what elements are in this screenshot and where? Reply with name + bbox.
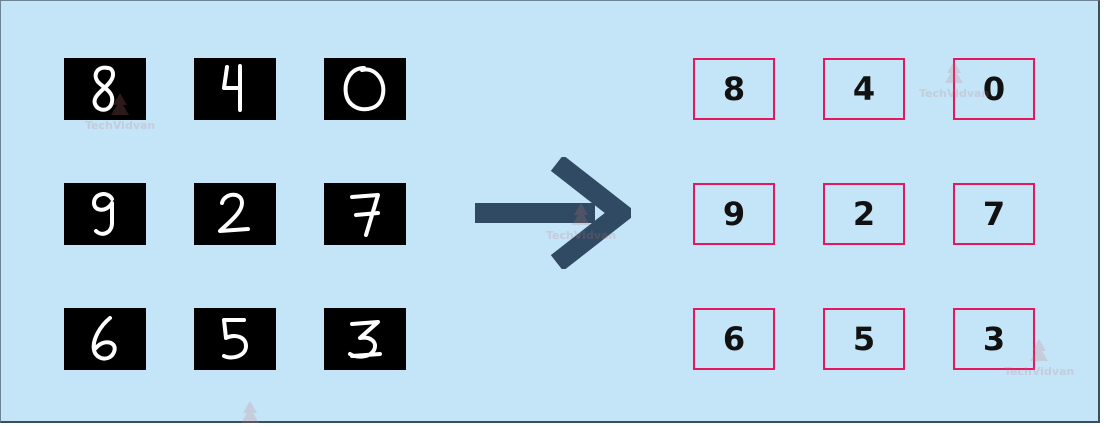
handwritten-digit-2 bbox=[194, 183, 276, 245]
watermark-logo bbox=[239, 399, 261, 427]
predicted-label-5: 5 bbox=[823, 308, 905, 370]
predicted-label-7: 7 bbox=[953, 183, 1035, 245]
watermark-text-b: Vidvan bbox=[1031, 365, 1075, 378]
predicted-label-9: 9 bbox=[693, 183, 775, 245]
watermark-text-a: Tech bbox=[85, 119, 113, 132]
handwritten-digit-5 bbox=[194, 308, 276, 370]
predicted-label-3: 3 bbox=[953, 308, 1035, 370]
predicted-label-0: 0 bbox=[953, 58, 1035, 120]
right-arrow-icon bbox=[475, 157, 631, 269]
predicted-label-8: 8 bbox=[693, 58, 775, 120]
watermark-text-b: Vidvan bbox=[112, 119, 156, 132]
watermark-logo-icon bbox=[241, 401, 259, 423]
watermark-text-a: Tech bbox=[919, 87, 947, 100]
predicted-label-4: 4 bbox=[823, 58, 905, 120]
handwritten-digit-4 bbox=[194, 58, 276, 120]
handwritten-digit-9 bbox=[64, 183, 146, 245]
handwritten-digit-8 bbox=[64, 58, 146, 120]
handwritten-digit-0 bbox=[324, 58, 406, 120]
handwritten-digit-6 bbox=[64, 308, 146, 370]
predicted-label-2: 2 bbox=[823, 183, 905, 245]
handwritten-digit-7 bbox=[324, 183, 406, 245]
handwritten-digit-3 bbox=[324, 308, 406, 370]
predicted-label-6: 6 bbox=[693, 308, 775, 370]
